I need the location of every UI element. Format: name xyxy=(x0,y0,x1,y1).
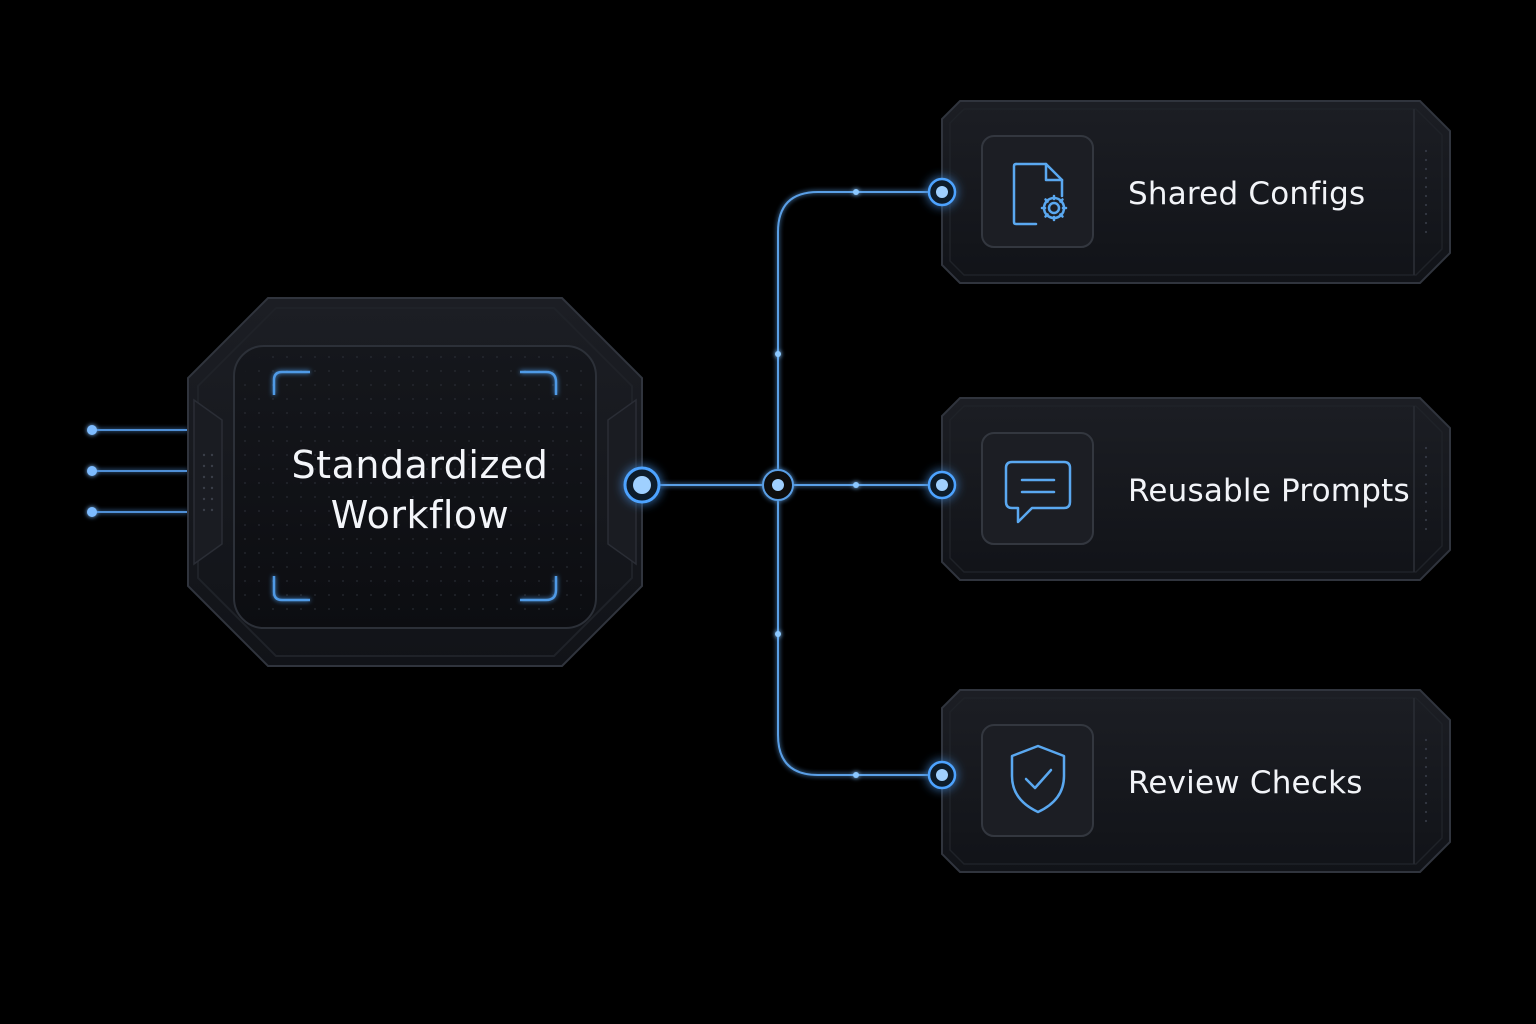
card-input-port-shared-configs xyxy=(927,177,957,207)
hub-title-line1: Standardized xyxy=(291,443,549,487)
hub-title: Standardized Workflow xyxy=(232,440,608,540)
connector-dots xyxy=(775,189,859,778)
card-input-port-reusable-prompts xyxy=(927,470,957,500)
hub-corner-brackets xyxy=(272,370,558,602)
card-icon-tile xyxy=(981,724,1094,837)
shield-check-icon xyxy=(1010,744,1066,814)
branch-card-reusable-prompts xyxy=(941,397,1451,581)
branch-card-shared-configs xyxy=(941,100,1451,284)
document-gear-icon xyxy=(1012,162,1068,226)
hub-output-port xyxy=(623,466,661,504)
branch-card-review-checks xyxy=(941,689,1451,873)
chat-bubble-icon xyxy=(1004,460,1072,524)
input-lines xyxy=(87,425,188,517)
hub-title-line2: Workflow xyxy=(330,493,510,537)
input-dot-1 xyxy=(87,425,97,435)
card-label-reusable-prompts: Reusable Prompts xyxy=(1128,473,1410,509)
card-input-port-review-checks xyxy=(927,760,957,790)
card-label-shared-configs: Shared Configs xyxy=(1128,176,1366,212)
junction-node xyxy=(762,469,794,501)
card-label-review-checks: Review Checks xyxy=(1128,765,1363,801)
card-icon-tile xyxy=(981,432,1094,545)
hub-node xyxy=(187,297,643,667)
input-dot-2 xyxy=(87,466,97,476)
card-icon-tile xyxy=(981,135,1094,248)
input-dot-3 xyxy=(87,507,97,517)
